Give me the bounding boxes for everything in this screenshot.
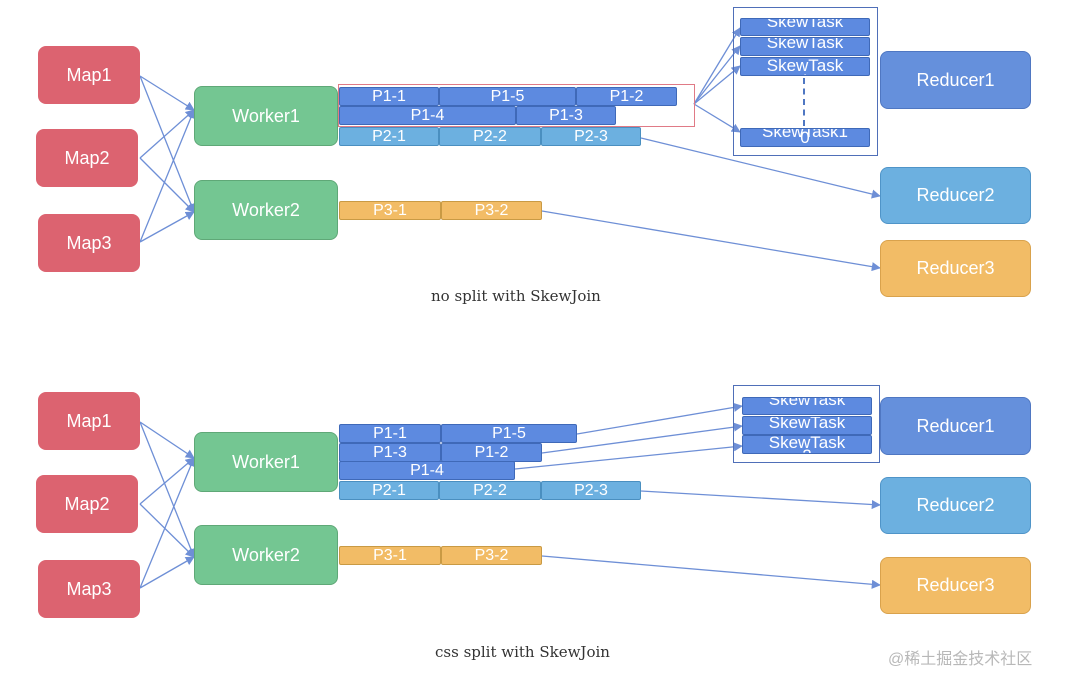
- skew-task-group-bottom: [733, 385, 880, 463]
- map3-node-bottom: Map3: [38, 560, 140, 618]
- partition-p1-2-bottom: P1-2: [441, 443, 542, 462]
- reducer3-node: Reducer3: [880, 240, 1031, 297]
- arrow-map1-worker1-b: [139, 421, 195, 459]
- skew-task-2: SkewTask: [740, 37, 870, 56]
- arrow-map2-worker2: [139, 157, 195, 213]
- caption-bottom: css split with SkewJoin: [435, 643, 610, 661]
- skew-partition-highlight: [338, 84, 695, 127]
- caption-top: no split with SkewJoin: [431, 287, 601, 305]
- arrow-p3-reducer3-b: [541, 555, 881, 589]
- map3-node: Map3: [38, 214, 140, 272]
- reducer2-node-bottom: Reducer2: [880, 477, 1031, 534]
- map1-node-bottom: Map1: [38, 392, 140, 450]
- partition-p1-1: P1-1: [339, 87, 439, 106]
- skew-task-1: SkewTask: [740, 18, 870, 36]
- arrow-map2-worker1-b: [139, 457, 195, 505]
- arrow-map1-worker2-b: [139, 421, 196, 558]
- skew-task-3-bottom: SkewTask 2: [742, 435, 872, 454]
- arrow-map2-worker2-b: [139, 503, 195, 558]
- map1-node: Map1: [38, 46, 140, 104]
- arrow-map2-worker1: [139, 109, 195, 159]
- partition-p2-1: P2-1: [339, 127, 439, 146]
- partition-p1-3: P1-3: [516, 106, 616, 125]
- partition-p2-1-bottom: P2-1: [339, 481, 439, 500]
- partition-p2-2-bottom: P2-2: [439, 481, 541, 500]
- reducer3-node-bottom: Reducer3: [880, 557, 1031, 614]
- arrow-p14-skewtask: [514, 442, 743, 470]
- partition-p2-2: P2-2: [439, 127, 541, 146]
- partition-p3-2: P3-2: [441, 201, 542, 220]
- skew-task-3: SkewTask 1: [740, 57, 870, 76]
- partition-p1-4-bottom: P1-4: [339, 461, 515, 480]
- arrow-p2-reducer2-b: [640, 490, 881, 510]
- partition-p1-4: P1-4: [339, 106, 516, 125]
- map2-node: Map2: [36, 129, 138, 187]
- reducer2-node: Reducer2: [880, 167, 1031, 224]
- skew-task-10: SkewTask1 0: [740, 128, 870, 147]
- reducer1-node: Reducer1: [880, 51, 1031, 109]
- worker1-node: Worker1: [194, 86, 338, 146]
- partition-p1-3-bottom: P1-3: [339, 443, 441, 462]
- worker2-node: Worker2: [194, 180, 338, 240]
- partition-p3-1: P3-1: [339, 201, 441, 220]
- partition-p3-2-bottom: P3-2: [441, 546, 542, 565]
- arrow-p15-skewtask: [576, 402, 743, 435]
- partition-p2-3: P2-3: [541, 127, 641, 146]
- arrow-map1-worker1: [139, 75, 195, 111]
- skew-task-group-top: [733, 7, 878, 156]
- arrow-map3-worker2-b: [139, 556, 195, 589]
- partition-p1-2: P1-2: [576, 87, 677, 106]
- arrow-p3-reducer3: [541, 210, 881, 272]
- watermark: @稀土掘金技术社区: [888, 651, 1033, 668]
- worker2-node-bottom: Worker2: [194, 525, 338, 585]
- reducer1-node-bottom: Reducer1: [880, 397, 1031, 455]
- skew-task-2-bottom: SkewTask: [742, 416, 872, 435]
- partition-p1-5-bottom: P1-5: [441, 424, 577, 443]
- arrow-map3-worker1-b: [139, 457, 196, 589]
- partition-p2-3-bottom: P2-3: [541, 481, 641, 500]
- skew-task-ellipsis: [803, 78, 805, 126]
- partition-p3-1-bottom: P3-1: [339, 546, 441, 565]
- arrow-map1-worker2: [139, 75, 196, 213]
- partition-p1-1-bottom: P1-1: [339, 424, 441, 443]
- worker1-node-bottom: Worker1: [194, 432, 338, 492]
- partition-p1-5: P1-5: [439, 87, 576, 106]
- skew-task-1-bottom: SkewTask: [742, 397, 872, 415]
- arrow-map3-worker1: [139, 109, 196, 243]
- arrow-map3-worker2: [139, 211, 195, 243]
- map2-node-bottom: Map2: [36, 475, 138, 533]
